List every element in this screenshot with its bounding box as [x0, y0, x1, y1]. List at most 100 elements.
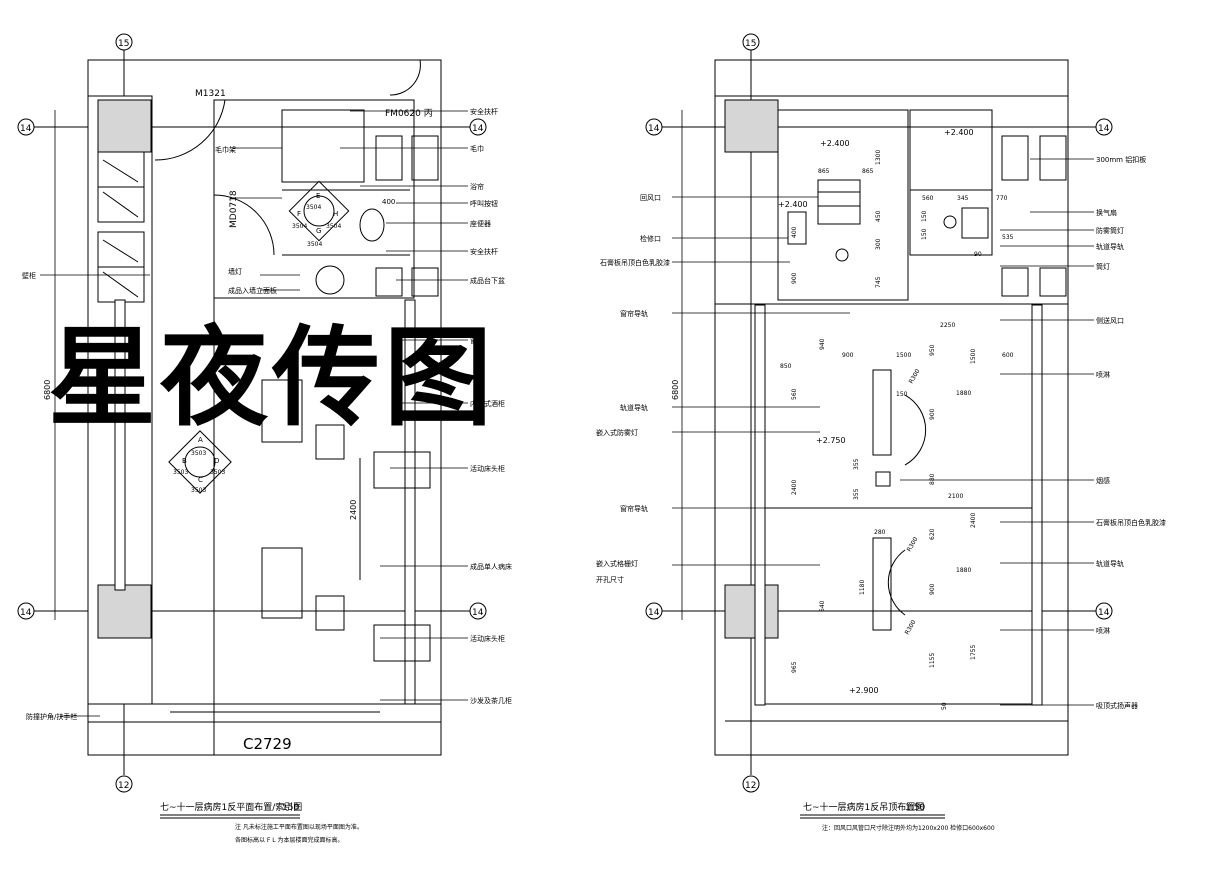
dim-2400b: 2400 [970, 513, 977, 528]
right-overall-dim: 6800 [671, 380, 680, 400]
dim-355a: 355 [853, 458, 860, 470]
dim-900: 900 [791, 272, 798, 284]
dim-850: 850 [780, 363, 792, 370]
smoke-detector [875, 471, 891, 487]
callout-r6: 安全扶杆 [470, 247, 498, 256]
rc-r1: 300mm 铝扣板 [1096, 155, 1146, 164]
dim-640: 640 [819, 600, 826, 612]
index-1-g: G [316, 227, 321, 235]
dim-1300: 1300 [875, 150, 882, 165]
dim-950: 950 [929, 344, 936, 356]
dim-1755: 1755 [970, 645, 977, 660]
dim-535: 535 [1002, 234, 1014, 241]
dim-1500a: 1500 [896, 352, 911, 359]
exhaust-fan [961, 207, 989, 239]
window-sill [87, 703, 442, 723]
chair-1 [315, 424, 345, 460]
dim-900d: 900 [929, 583, 936, 595]
dim-900b: 900 [842, 352, 854, 359]
rc-l1: 回风口 [640, 194, 661, 202]
rc-l3: 石膏板吊顶白色乳胶漆 [600, 258, 670, 267]
dim-2100: 2100 [948, 493, 963, 500]
door-tag-md: MD0718 [229, 190, 239, 228]
rc-l5: 轨道导轨 [620, 403, 648, 412]
dim-280: 280 [874, 529, 886, 536]
index-2-c: C [198, 476, 203, 484]
dim-345: 345 [957, 195, 969, 202]
dim-2400a: 2400 [791, 480, 798, 495]
index-1-n1: 3504 [306, 204, 321, 211]
nightstand-2 [373, 624, 431, 662]
left-axis-bottom: 12 [118, 781, 129, 791]
elev-3: +2.400 [778, 200, 808, 209]
rc-l7: 窗帘导轨 [620, 504, 648, 513]
washbasin [315, 265, 345, 295]
elev-4: +2.750 [816, 436, 846, 445]
shower-area [281, 109, 365, 183]
dim-1180: 1180 [859, 580, 866, 595]
dim-600: 600 [1002, 352, 1014, 359]
rc-r2: 换气扇 [1096, 208, 1117, 217]
dim-900c: 900 [929, 408, 936, 420]
dim-1880a: 1880 [956, 390, 971, 397]
right-axis-h1-r: 14 [1098, 124, 1110, 134]
index-2-n3: 3503 [210, 469, 225, 476]
dim-560: 560 [922, 195, 934, 202]
dim-400: 400 [791, 226, 798, 238]
door-tag-fm: FM0620 丙 [385, 108, 433, 119]
right-axis-bubbles: 15 14 14 14 14 12 [645, 33, 1113, 793]
left-plan-title: 七~十一层病房1反平面布置/索引图 [160, 801, 302, 813]
elev-5: +2.900 [849, 686, 879, 695]
left-floor-plan [34, 50, 470, 775]
callout-r11: 成品单人病床 [470, 562, 512, 571]
left-note-1: 注 凡未标注施工平面布置图以现场平面图为准。 [235, 823, 363, 831]
index-2-d: D [214, 457, 219, 465]
callout-r8: 窗帘 [470, 336, 484, 345]
index-marker-1 [288, 180, 350, 242]
bed-1 [261, 379, 303, 443]
left-note-2: 各图标高以 F L 为本层楼面完成面标高。 [235, 836, 344, 844]
rc-r6: 侧送风口 [1096, 316, 1124, 325]
dim-1155: 1155 [929, 653, 936, 668]
callout-r5: 座便器 [470, 219, 491, 228]
light-grille-1 [872, 369, 892, 456]
index-1-f: F [297, 210, 301, 218]
index-2-n1: 3503 [191, 450, 206, 457]
index-1-h: H [333, 210, 338, 218]
door-tag-m: M1321 [195, 89, 226, 99]
left-inner-wall [114, 299, 126, 591]
fan-1 [1001, 135, 1029, 181]
cabinet-2 [411, 135, 439, 181]
callout-r4: 呼叫按钮 [470, 199, 498, 208]
left-axis-h2-r: 14 [472, 608, 484, 618]
callout-l2: 毛巾架 [215, 145, 236, 154]
callout-r12: 活动床头柜 [470, 634, 505, 643]
index-2-n4: 3503 [191, 487, 206, 494]
access-panel [787, 211, 807, 245]
window-tag: C2729 [243, 735, 292, 753]
dim-r300a: R300 [908, 368, 922, 385]
right-axis-bottom: 12 [745, 781, 756, 791]
dim-150a: 150 [921, 210, 928, 222]
rc-r10: 轨道导轨 [1096, 559, 1124, 568]
index-2-b: B [182, 457, 187, 465]
left-plan-scale: 150 [282, 803, 299, 813]
light-grille-2 [872, 537, 892, 631]
left-title-block: 七~十一层病房1反平面布置/索引图 150 注 凡未标注施工平面布置图以现场平面… [160, 801, 363, 844]
right-plan-scale: 1:50 [905, 803, 925, 813]
door-swing-fire [389, 59, 421, 96]
left-axis-top: 15 [118, 39, 129, 49]
return-vent [817, 179, 861, 225]
dim-770: 770 [996, 195, 1008, 202]
dim-90: 90 [974, 251, 982, 258]
dim-2250: 2250 [940, 322, 955, 329]
callout-r9: 内嵌式酒柜 [470, 399, 505, 408]
callout-l4: 成品入墙立面板 [228, 286, 277, 295]
callout-r13: 沙发及茶几柜 [470, 696, 512, 705]
left-plan-text: M1321 FM0620 丙 MD0718 C2729 400 2400 680… [22, 89, 512, 753]
rc-r11: 喷淋 [1096, 626, 1110, 635]
rc-r4: 轨道导轨 [1096, 242, 1124, 251]
index-1-n4: 3504 [307, 241, 322, 248]
